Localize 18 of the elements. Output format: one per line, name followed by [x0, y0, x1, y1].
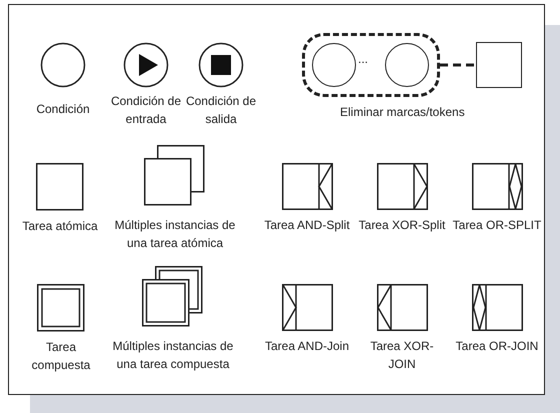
ellipsis: ...: [358, 52, 368, 66]
symbol-label: Múltiples instancias de una tarea atómica: [114, 217, 236, 252]
symbol-label: Condición de salida: [184, 93, 258, 128]
dashed-region: [302, 33, 440, 97]
dashed-connector: [440, 64, 476, 66]
symbol-label: Tarea XOR-Split: [358, 217, 446, 234]
symbol-label: Tarea OR-JOIN: [456, 338, 538, 355]
caption-label: Eliminar marcas/tokens: [340, 105, 465, 119]
task-square: [476, 42, 522, 88]
symbol-label: Tarea XOR-JOIN: [369, 338, 435, 373]
symbol-label: Tarea AND-Join: [264, 338, 350, 355]
symbol-label: Tarea atómica: [22, 218, 98, 235]
symbol-label: Condición de entrada: [110, 93, 182, 128]
symbol-label: Tarea compuesta: [30, 339, 92, 374]
symbol-label: Tarea OR-SPLIT: [452, 217, 542, 234]
symbol-label: Condición: [36, 101, 90, 118]
symbol-label: Tarea AND-Split: [264, 217, 350, 234]
symbol-label: Múltiples instancias de una tarea compuesta: [112, 338, 234, 373]
